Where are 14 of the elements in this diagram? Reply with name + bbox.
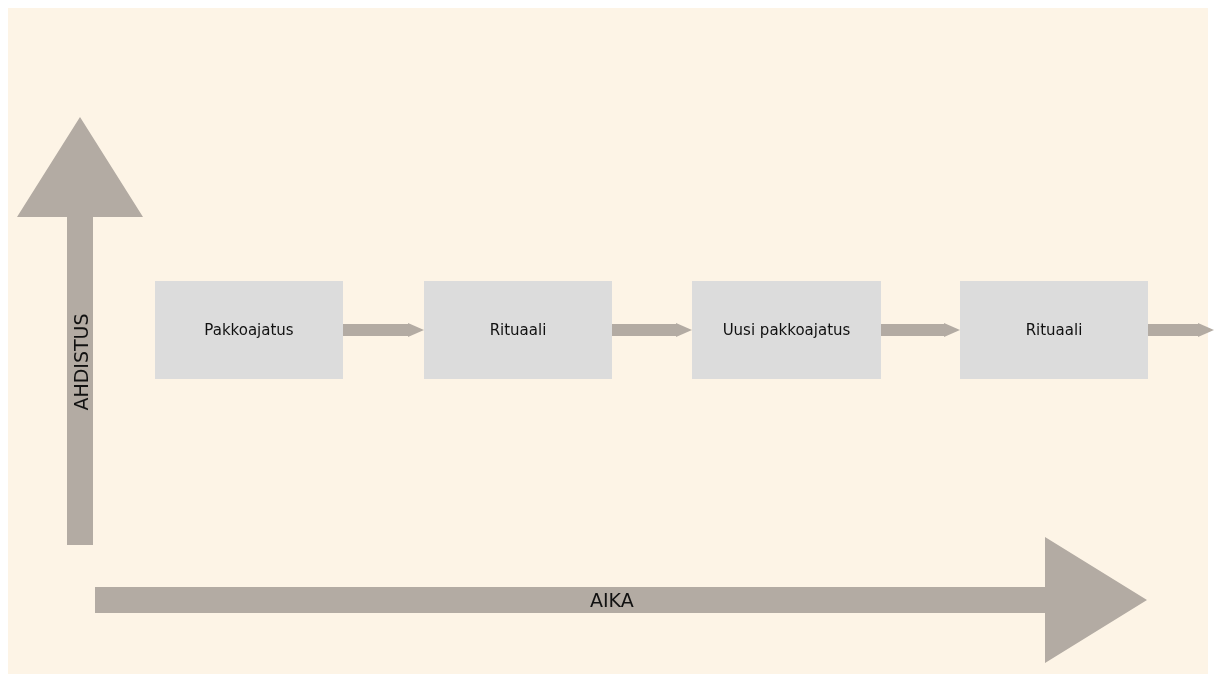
box-label: Uusi pakkoajatus [722, 321, 851, 339]
box-label: Pakkoajatus [204, 321, 294, 339]
process-box [155, 281, 343, 379]
process-box [424, 281, 612, 379]
axis-label: AHDISTUS [69, 313, 92, 411]
process-box [692, 281, 881, 379]
arrow [343, 323, 424, 337]
arrow [881, 323, 960, 337]
arrow [1148, 323, 1214, 337]
process-box [960, 281, 1148, 379]
arrow [612, 323, 692, 337]
axis-label: AIKA [590, 589, 634, 611]
box-label: Rituaali [1025, 321, 1083, 339]
box-label: Rituaali [489, 321, 547, 339]
